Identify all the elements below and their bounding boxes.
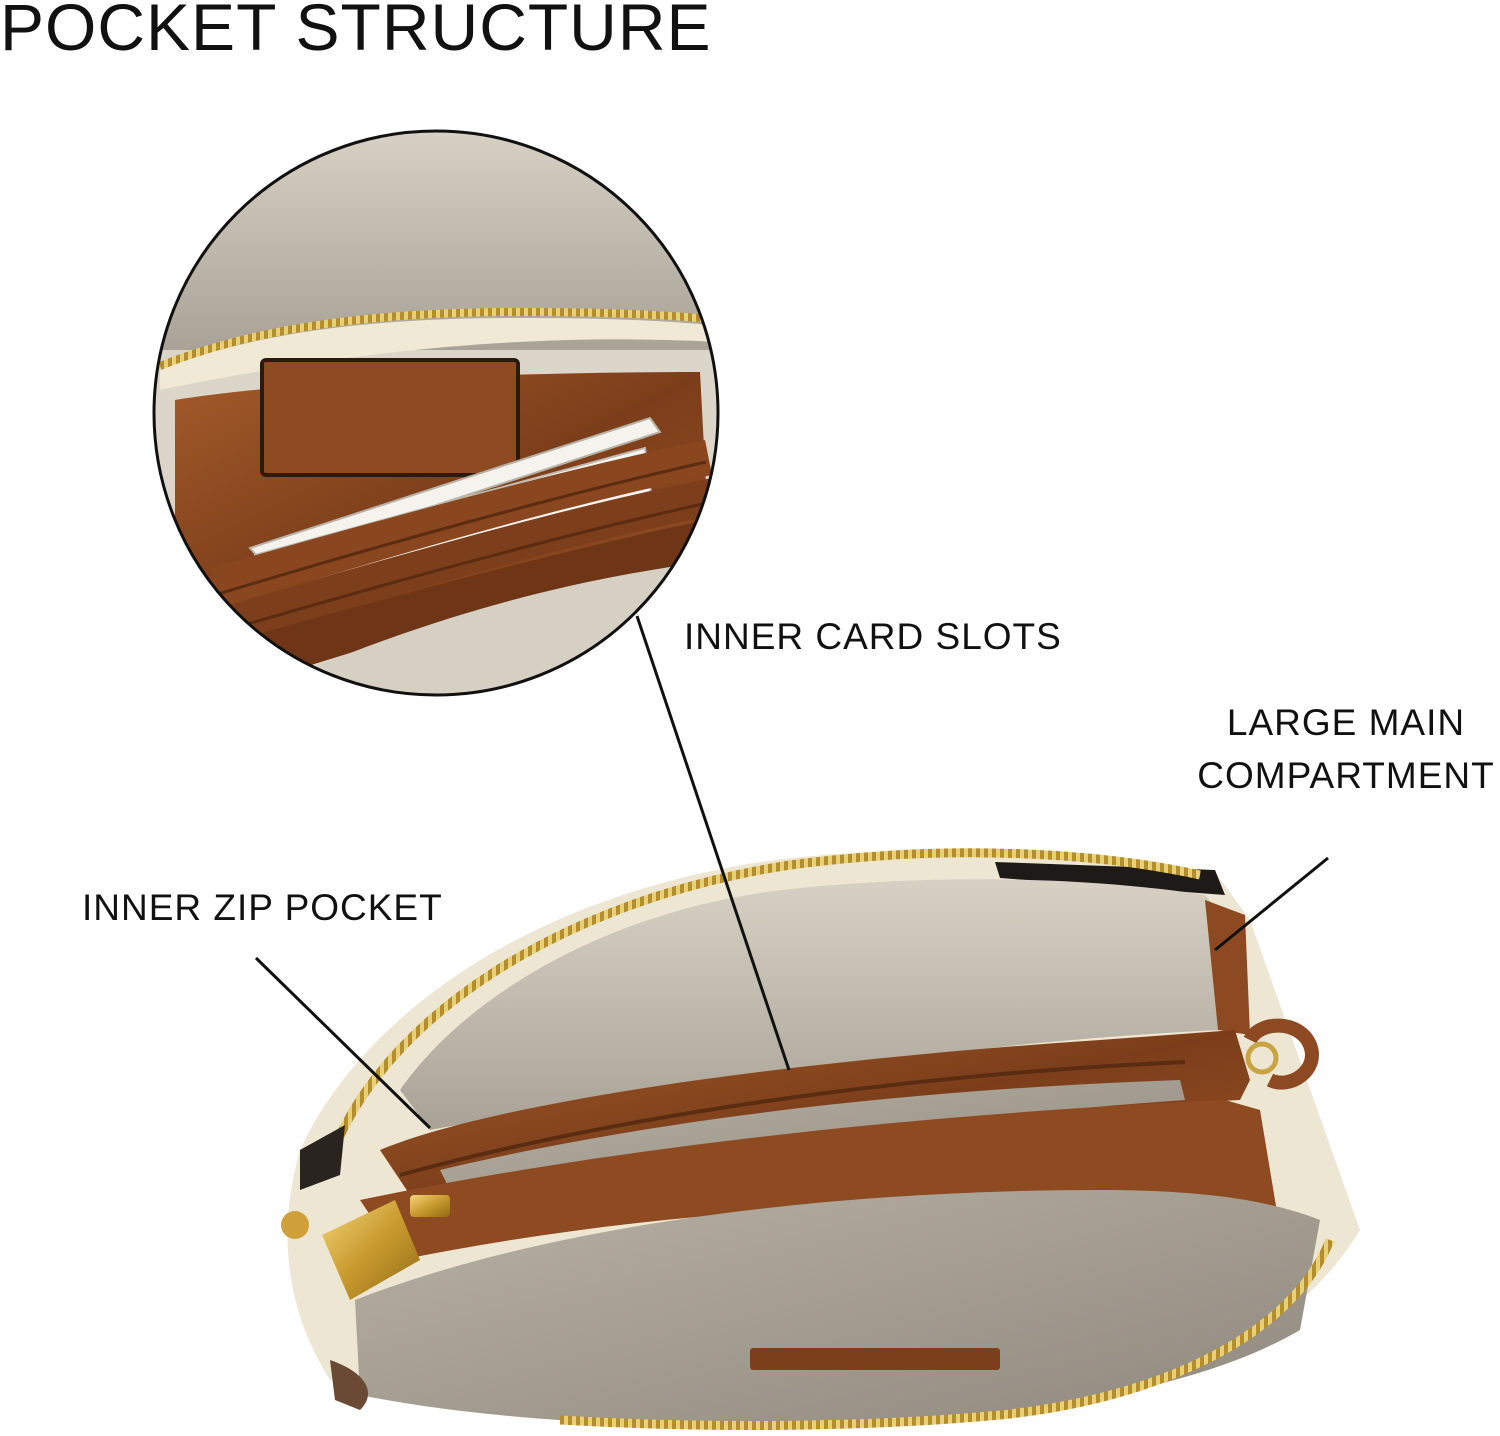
inner-zip-pocket-label: INNER ZIP POCKET bbox=[82, 887, 443, 928]
page-title: POCKET STRUCTURE bbox=[0, 0, 712, 64]
large-main-compartment-label: LARGE MAIN COMPARTMENT bbox=[1196, 696, 1496, 802]
detail-circle-outline bbox=[152, 129, 720, 697]
clutch-bag-image bbox=[281, 848, 1361, 1430]
large-main-compartment-line2: COMPARTMENT bbox=[1197, 755, 1495, 796]
card-slots-detail-view bbox=[154, 131, 718, 695]
inner-card-slots-label: INNER CARD SLOTS bbox=[684, 616, 1062, 657]
inner-zip-pocket-leader-line bbox=[254, 956, 432, 1130]
large-main-compartment-leader-line bbox=[1214, 856, 1329, 952]
inner-card-slots-leader-line bbox=[635, 615, 791, 1071]
large-main-compartment-line1: LARGE MAIN bbox=[1226, 702, 1466, 743]
